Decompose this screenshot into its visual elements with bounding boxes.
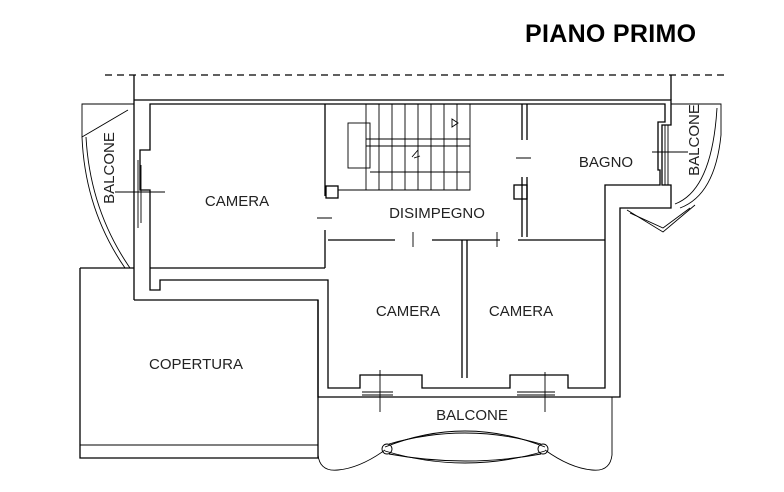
room-label-camera-right: CAMERA — [489, 303, 553, 320]
staircase — [338, 104, 471, 191]
room-label-balcone-bottom: BALCONE — [436, 407, 508, 424]
exterior-walls — [133, 75, 672, 398]
left-balcony — [81, 103, 134, 269]
bottom-balcony — [317, 397, 613, 471]
floor-title: PIANO PRIMO — [525, 20, 697, 48]
room-label-copertura: COPERTURA — [149, 356, 243, 373]
room-label-balcone-left: BALCONE — [101, 132, 118, 204]
room-label-bagno: BAGNO — [579, 154, 633, 171]
windows — [115, 125, 688, 412]
room-label-balcone-right: BALCONE — [686, 104, 703, 176]
room-label-camera-mid: CAMERA — [376, 303, 440, 320]
right-balcony — [626, 103, 722, 233]
room-label-disimpegno: DISIMPEGNO — [389, 205, 485, 222]
room-label-camera-left: CAMERA — [205, 193, 269, 210]
